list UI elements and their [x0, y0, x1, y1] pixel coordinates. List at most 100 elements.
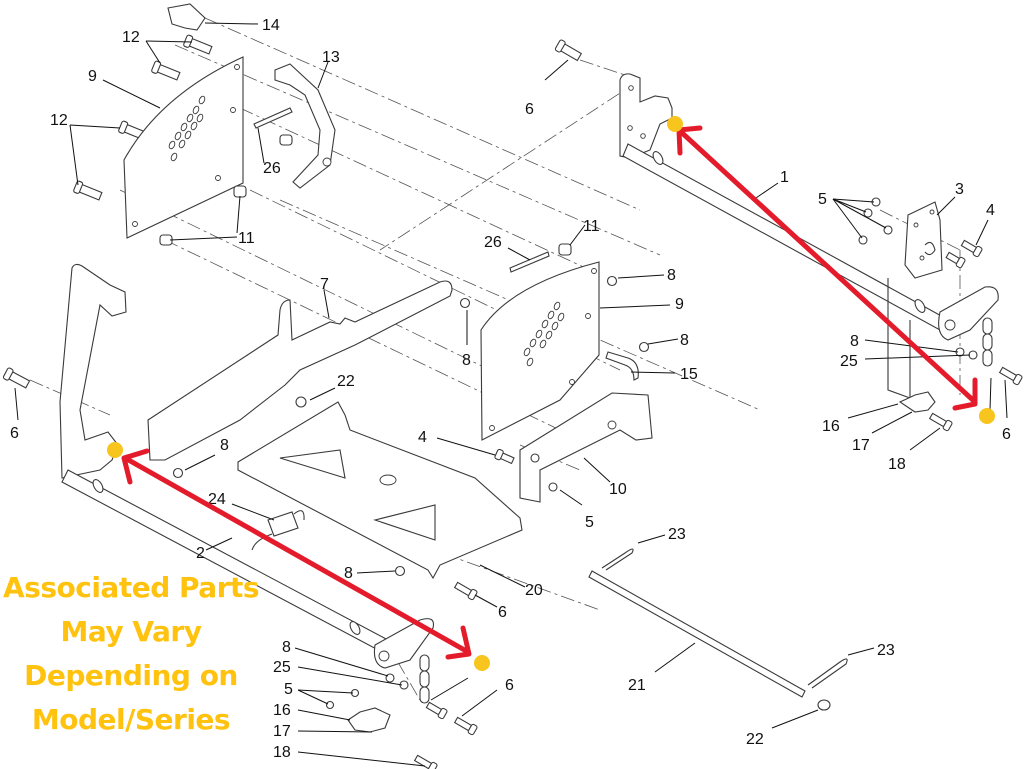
callout-label: 22 [337, 373, 355, 390]
callout-leader [507, 247, 531, 261]
callout-label: 23 [668, 526, 686, 543]
callout-leader [297, 730, 373, 733]
callout-label: 8 [462, 352, 471, 369]
vent-slot [180, 122, 188, 132]
part-10-bracket [519, 392, 653, 503]
callout-leader [461, 689, 498, 717]
callout-leader [436, 437, 496, 456]
vent-slot [190, 121, 198, 131]
callout-label: 9 [88, 68, 97, 85]
callout-label: 10 [609, 481, 627, 498]
callout-leader [559, 489, 583, 506]
chain-left [419, 654, 430, 704]
callout-leader [169, 236, 238, 241]
callout-label: 15 [680, 366, 698, 383]
callout-leader [936, 196, 956, 216]
callout-leader [102, 79, 161, 109]
part-20-plate [237, 401, 523, 580]
callout-leader [297, 709, 351, 721]
callout-leader [14, 387, 19, 421]
callout-leader [356, 570, 396, 574]
marker-dot [979, 408, 995, 424]
part-8-nuts-right-plate [459, 275, 650, 353]
notice-line: Associated Parts [2, 571, 260, 604]
callout-leader [832, 198, 887, 229]
part-22-washer-lower [817, 699, 831, 711]
part-5-nut-middle [548, 482, 558, 492]
notice-line: Model/Series [31, 703, 231, 736]
callout-leader [647, 338, 679, 345]
callout-leader [654, 642, 696, 673]
callout-label: 17 [273, 723, 291, 740]
callout-label: 20 [525, 582, 543, 599]
part-11-bushings-left [159, 134, 293, 246]
callout-leader [909, 427, 941, 451]
callout-label: 7 [320, 276, 329, 293]
vent-slot [551, 321, 559, 331]
callout-label: 6 [525, 101, 534, 118]
vent-slot [523, 347, 531, 357]
callout-leader [430, 677, 469, 701]
vent-slot [196, 113, 204, 123]
vent-slot [170, 152, 178, 162]
part-23-cotter-pins [601, 548, 848, 689]
part-22-washer-upper [295, 396, 307, 408]
callout-label: 8 [344, 565, 353, 582]
callout-leader [975, 219, 989, 246]
part-1-shaft [622, 143, 946, 331]
vent-slot [547, 310, 555, 320]
vent-slot [541, 319, 549, 329]
marker-dot [667, 116, 683, 132]
callout-leader [569, 224, 586, 246]
callout-leader [69, 124, 121, 129]
callout-label: 6 [505, 677, 514, 694]
callout-label: 8 [680, 332, 689, 349]
vent-slot [557, 312, 565, 322]
arrowhead-bottom [952, 377, 978, 411]
left-side-arrow [121, 448, 472, 660]
callout-label: 4 [986, 202, 995, 219]
callout-label: 13 [322, 49, 340, 66]
callout-leader [847, 403, 899, 419]
vent-slot [526, 357, 534, 367]
callout-leader [752, 182, 779, 201]
callout-leader [309, 387, 336, 401]
callout-label: 18 [888, 456, 906, 473]
right-upper-bracket [619, 73, 673, 159]
callout-label: 16 [273, 702, 291, 719]
arrowhead-left [121, 448, 150, 485]
callout-leader [599, 304, 671, 309]
callout-leader [847, 647, 875, 656]
vent-slot [539, 339, 547, 349]
callout-leader [989, 377, 992, 411]
callout-label: 21 [628, 677, 646, 694]
callout-label: 24 [208, 491, 226, 508]
callout-leader [204, 22, 259, 25]
part-5-nuts-right [858, 197, 893, 245]
callout-label: 18 [273, 744, 291, 761]
chain-right [982, 317, 993, 367]
vent-slots-right [523, 301, 565, 367]
callout-label: 14 [262, 17, 280, 34]
callout-label: 8 [282, 639, 291, 656]
vent-slot [168, 140, 176, 150]
part-15-pin [605, 351, 639, 381]
callout-leader [297, 689, 354, 694]
part-9-left-plate [123, 56, 244, 239]
vent-slot [529, 338, 537, 348]
callout-label: 11 [583, 218, 600, 235]
callout-leader [832, 198, 875, 203]
callout-leader [617, 274, 665, 279]
part-8-nut-left [172, 467, 184, 479]
vent-slot [192, 105, 200, 115]
vent-slot [545, 330, 553, 340]
notice-line: May Vary [60, 615, 203, 648]
callout-leader [317, 61, 329, 89]
vent-slot [198, 95, 206, 105]
callout-leader [832, 198, 863, 239]
callout-label: 8 [667, 267, 676, 284]
marker-dot [107, 442, 123, 458]
part-4-bolts-right [945, 239, 983, 269]
callout-leader [771, 709, 819, 729]
callout-label: 22 [746, 731, 764, 748]
